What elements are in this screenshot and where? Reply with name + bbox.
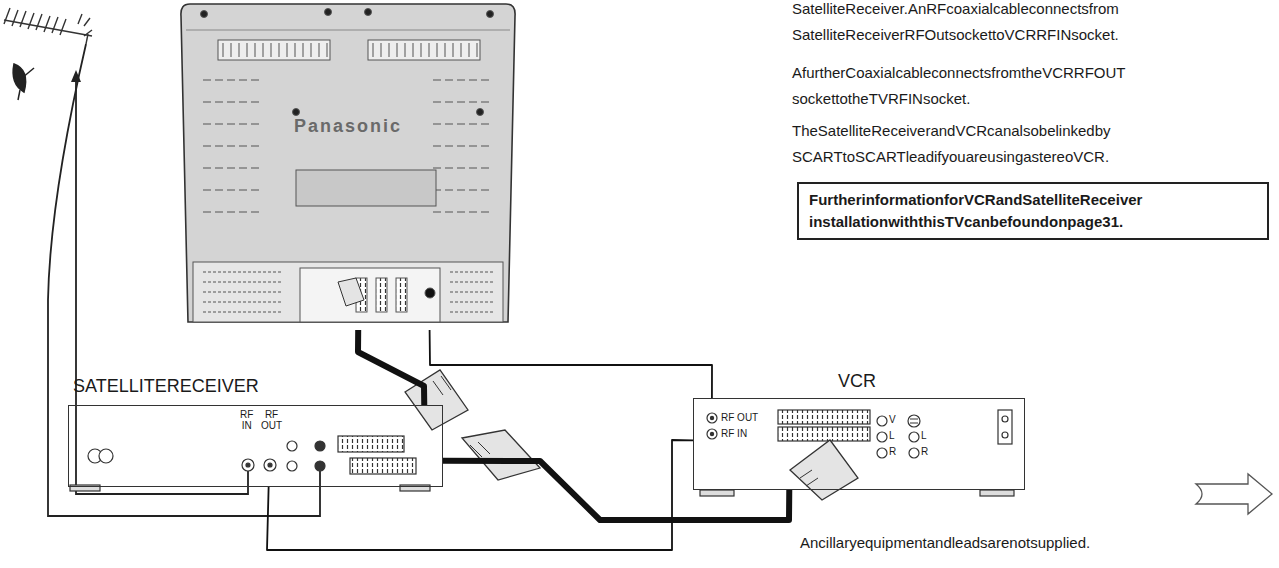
socket-label: L <box>889 430 895 442</box>
socket-label: R <box>889 446 896 458</box>
vcr-panel <box>700 410 1014 496</box>
socket-label: V <box>889 414 896 426</box>
socket-label: L <box>921 430 927 442</box>
brand-logo: Panasonic <box>178 116 518 137</box>
tv-cabinet <box>178 0 518 330</box>
satellite-dish <box>13 64 34 100</box>
vcr: VCRRF OUTRF INVLRLR <box>693 398 1025 490</box>
next-page-arrow <box>1196 474 1272 514</box>
receiver-panel <box>70 436 430 491</box>
satellite-receiver: SATELLITERECEIVERRF INRF OUT <box>68 405 443 487</box>
socket-label: R <box>921 446 928 458</box>
socket-label: RF IN <box>721 428 747 440</box>
instruction-text: SatelliteReceiver.AnRFcoaxialcableconnec… <box>792 0 1274 47</box>
socket-label: RF OUT <box>261 409 282 431</box>
note-box: FurtherinformationforVCRandSatelliteRece… <box>797 182 1269 240</box>
instruction-text: TheSatelliteReceiverandVCRcanalsobelinke… <box>792 118 1274 169</box>
coaxial-cable <box>430 330 712 398</box>
socket-label: RF IN <box>240 409 253 431</box>
device-heading: VCR <box>838 371 876 392</box>
scart-lead <box>443 461 789 520</box>
device-heading: SATELLITERECEIVER <box>73 376 259 397</box>
instruction-text: AfurtherCoaxialcableconnectsfromtheVCRRF… <box>792 60 1274 111</box>
aerial <box>4 8 92 44</box>
footnote: Ancillaryequipmentandleadsarenotsupplied… <box>800 530 1270 556</box>
coaxial-cable <box>267 440 693 550</box>
scart-lead <box>358 330 424 405</box>
socket-label: RF OUT <box>721 412 758 424</box>
tv-rear: Panasonic <box>178 0 518 330</box>
arrowhead <box>71 70 81 82</box>
note-text: FurtherinformationforVCRandSatelliteRece… <box>809 189 1257 233</box>
scart-plugs <box>405 370 858 500</box>
